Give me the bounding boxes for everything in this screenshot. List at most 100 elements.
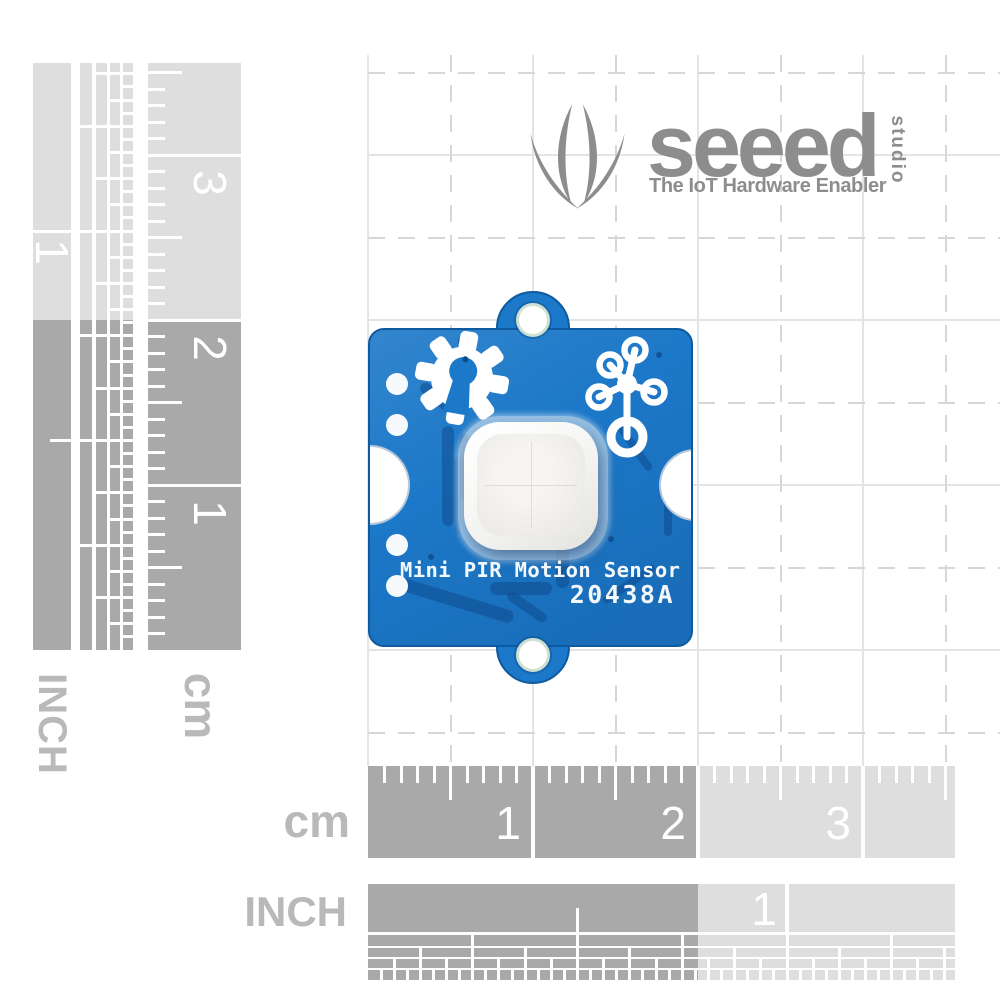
ruler-gap (680, 948, 684, 957)
ruler-gap (110, 596, 120, 600)
ruler-gap (110, 98, 120, 102)
seeed-leaf-icon (530, 104, 625, 209)
ruler-gap (123, 334, 133, 338)
ruler-gap (471, 935, 475, 946)
ruler-gap (110, 439, 120, 442)
ruler-gap (123, 504, 133, 508)
ruler-gap (123, 294, 133, 298)
ruler-gap (123, 137, 133, 141)
ruler-mark (148, 153, 241, 157)
ruler-gap (759, 970, 763, 980)
ruler-gap (123, 373, 133, 377)
ruler-gap (123, 596, 133, 600)
ruler-gap (589, 970, 593, 980)
ruler-tick (746, 766, 749, 783)
ruler-gap (123, 177, 133, 181)
grid-line-solid-v (697, 55, 699, 766)
ruler-gap (123, 583, 133, 587)
ruler-gap (445, 970, 449, 980)
left-inch-ruler-bar (33, 63, 71, 650)
ruler-gap (80, 439, 92, 442)
ruler-tick (680, 766, 683, 783)
ruler-gap (123, 412, 133, 416)
ruler-mark (33, 229, 71, 233)
grid-line-solid-h (368, 319, 1000, 321)
ruler-gap (123, 150, 133, 154)
ruler-gap (418, 970, 422, 980)
pcb-body: Mini PIR Motion Sensor 20438A (368, 328, 693, 647)
ruler-gap (615, 970, 619, 980)
ruler-tick (614, 766, 617, 800)
ruler-tick (148, 632, 165, 635)
ruler-gap (536, 970, 540, 980)
lens-seam (485, 485, 577, 486)
ruler-tick (576, 908, 579, 932)
ruler-gap (696, 766, 700, 858)
ruler-gap (418, 948, 422, 957)
ruler-gap (110, 491, 120, 495)
ruler-gap (96, 491, 107, 495)
ruler-tick (148, 120, 165, 124)
ruler-gap (549, 970, 553, 980)
solder-pad (386, 414, 408, 436)
ruler-gap (123, 439, 133, 442)
ruler-gap (837, 948, 841, 957)
ruler-gap (110, 360, 120, 364)
ruler-gap (576, 948, 579, 957)
ruler-tick (878, 766, 881, 783)
ruler-gap (123, 321, 133, 325)
ruler-gap (628, 948, 632, 957)
pir-sensor-board: Mini PIR Motion Sensor 20438A (368, 291, 693, 684)
ruler-gap (123, 85, 133, 89)
ruler-tick (148, 104, 165, 107)
ruler-gap (123, 622, 133, 626)
ruler-gap (549, 959, 553, 968)
ruler-gap (576, 959, 579, 968)
ruler-tick (148, 533, 165, 536)
left-inch-ruler-column (123, 63, 133, 650)
ruler-tick (148, 87, 165, 91)
ruler-tick (148, 170, 165, 173)
ruler-tick (383, 766, 386, 783)
ruler-gap (110, 622, 120, 626)
ruler-gap (602, 959, 606, 968)
ruler-tick (795, 766, 799, 783)
ruler-gap (123, 164, 133, 168)
ruler-number: 2 (184, 335, 236, 361)
ruler-gap (680, 959, 684, 968)
ruler-gap (110, 308, 120, 312)
ruler-gap (392, 959, 396, 968)
ruler-number: 1 (751, 883, 777, 935)
ruler-gap (471, 948, 475, 957)
ruler-gap (379, 970, 383, 980)
ruler-tick (944, 766, 947, 800)
pcb-trace (490, 582, 552, 595)
ruler-gap (628, 970, 632, 980)
ruler-gap (484, 970, 488, 980)
ruler-gap (80, 229, 92, 233)
bottom-inch-ruler-row (368, 948, 955, 957)
ruler-gap (733, 970, 737, 980)
bottom-inch-ruler-row (368, 959, 955, 968)
ruler-tick (845, 766, 848, 783)
ruler-tick (729, 766, 733, 783)
ruler-gap (523, 970, 527, 980)
ruler-tick (779, 766, 782, 800)
pcb-via (608, 536, 614, 542)
ruler-gap (733, 948, 737, 957)
ruler-tick (597, 766, 601, 783)
ruler-gap (110, 386, 120, 390)
ruler-gap (654, 970, 658, 980)
ruler-gap (110, 281, 120, 285)
ruler-gap (123, 360, 133, 364)
ruler-gap (123, 530, 133, 534)
ruler-tick (148, 137, 165, 140)
ruler-tick (148, 203, 165, 206)
board-silkscreen-title: Mini PIR Motion Sensor (400, 558, 681, 582)
ruler-gap (110, 334, 120, 338)
bottom-cm-ruler-label: cm (283, 795, 350, 847)
ruler-number: 1 (184, 500, 236, 526)
solder-pad (386, 373, 408, 395)
pcb-via (428, 554, 434, 560)
ruler-gap (811, 970, 815, 980)
